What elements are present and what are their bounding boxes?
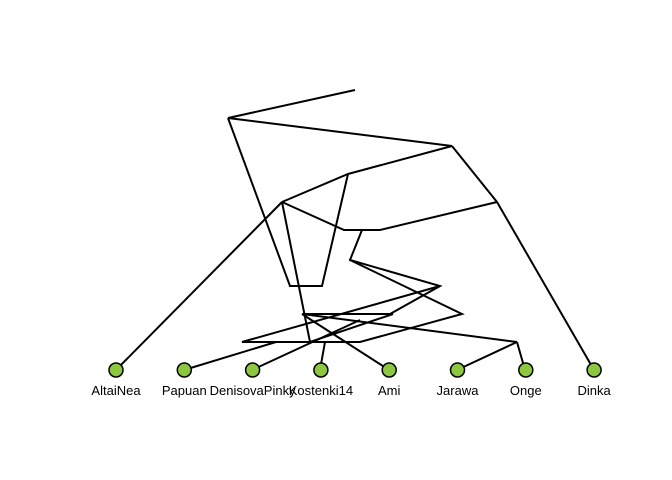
edge-root-to-lower [227, 117, 349, 287]
leaf-node-jarawa [449, 362, 466, 378]
leaf-node-papuan [176, 362, 193, 378]
edge-to-altainea [115, 201, 283, 371]
edge-right-to-dinka-branch [451, 145, 498, 203]
edge-upper-to-junction [281, 201, 394, 344]
edge-upper-to-middle [281, 201, 498, 231]
edge-to-denisovapinky [251, 319, 361, 371]
edge-junction-to-ami [301, 313, 390, 371]
edge-junction-to-onge-branch [301, 313, 518, 343]
graph-edges [115, 89, 595, 371]
leaf-node-dinka [586, 362, 602, 378]
edge-root-to-right [227, 117, 453, 147]
leaf-node-onge [518, 362, 534, 378]
edge-right-to-upper [281, 145, 453, 203]
edge-middle-to-zigzag [348, 229, 443, 315]
leaf-node-ami [381, 362, 397, 378]
leaf-node-altainea [108, 362, 124, 378]
leaf-node-kostenki14 [313, 362, 329, 378]
edge-middle-to-right-zigzag [241, 259, 465, 343]
leaf-label-papuan: Papuan [162, 383, 207, 398]
leaf-label-onge: Onge [510, 383, 542, 398]
leaf-label-jarawa: Jarawa [437, 383, 480, 398]
leaf-label-dinka: Dinka [577, 383, 611, 398]
leaf-label-ami: Ami [378, 383, 401, 398]
leaf-node-denisovapinky [244, 362, 261, 378]
edge-to-dinka [496, 201, 595, 371]
leaf-label-altainea: AltaiNea [91, 383, 141, 398]
leaf-label-kostenki14: Kostenki14 [289, 383, 353, 398]
leaf-label-denisovapinky: DenisovaPinky [210, 383, 296, 398]
edge-to-jarawa [456, 341, 518, 371]
edge-to-papuan [183, 341, 277, 371]
edge-root-stem [227, 89, 356, 119]
